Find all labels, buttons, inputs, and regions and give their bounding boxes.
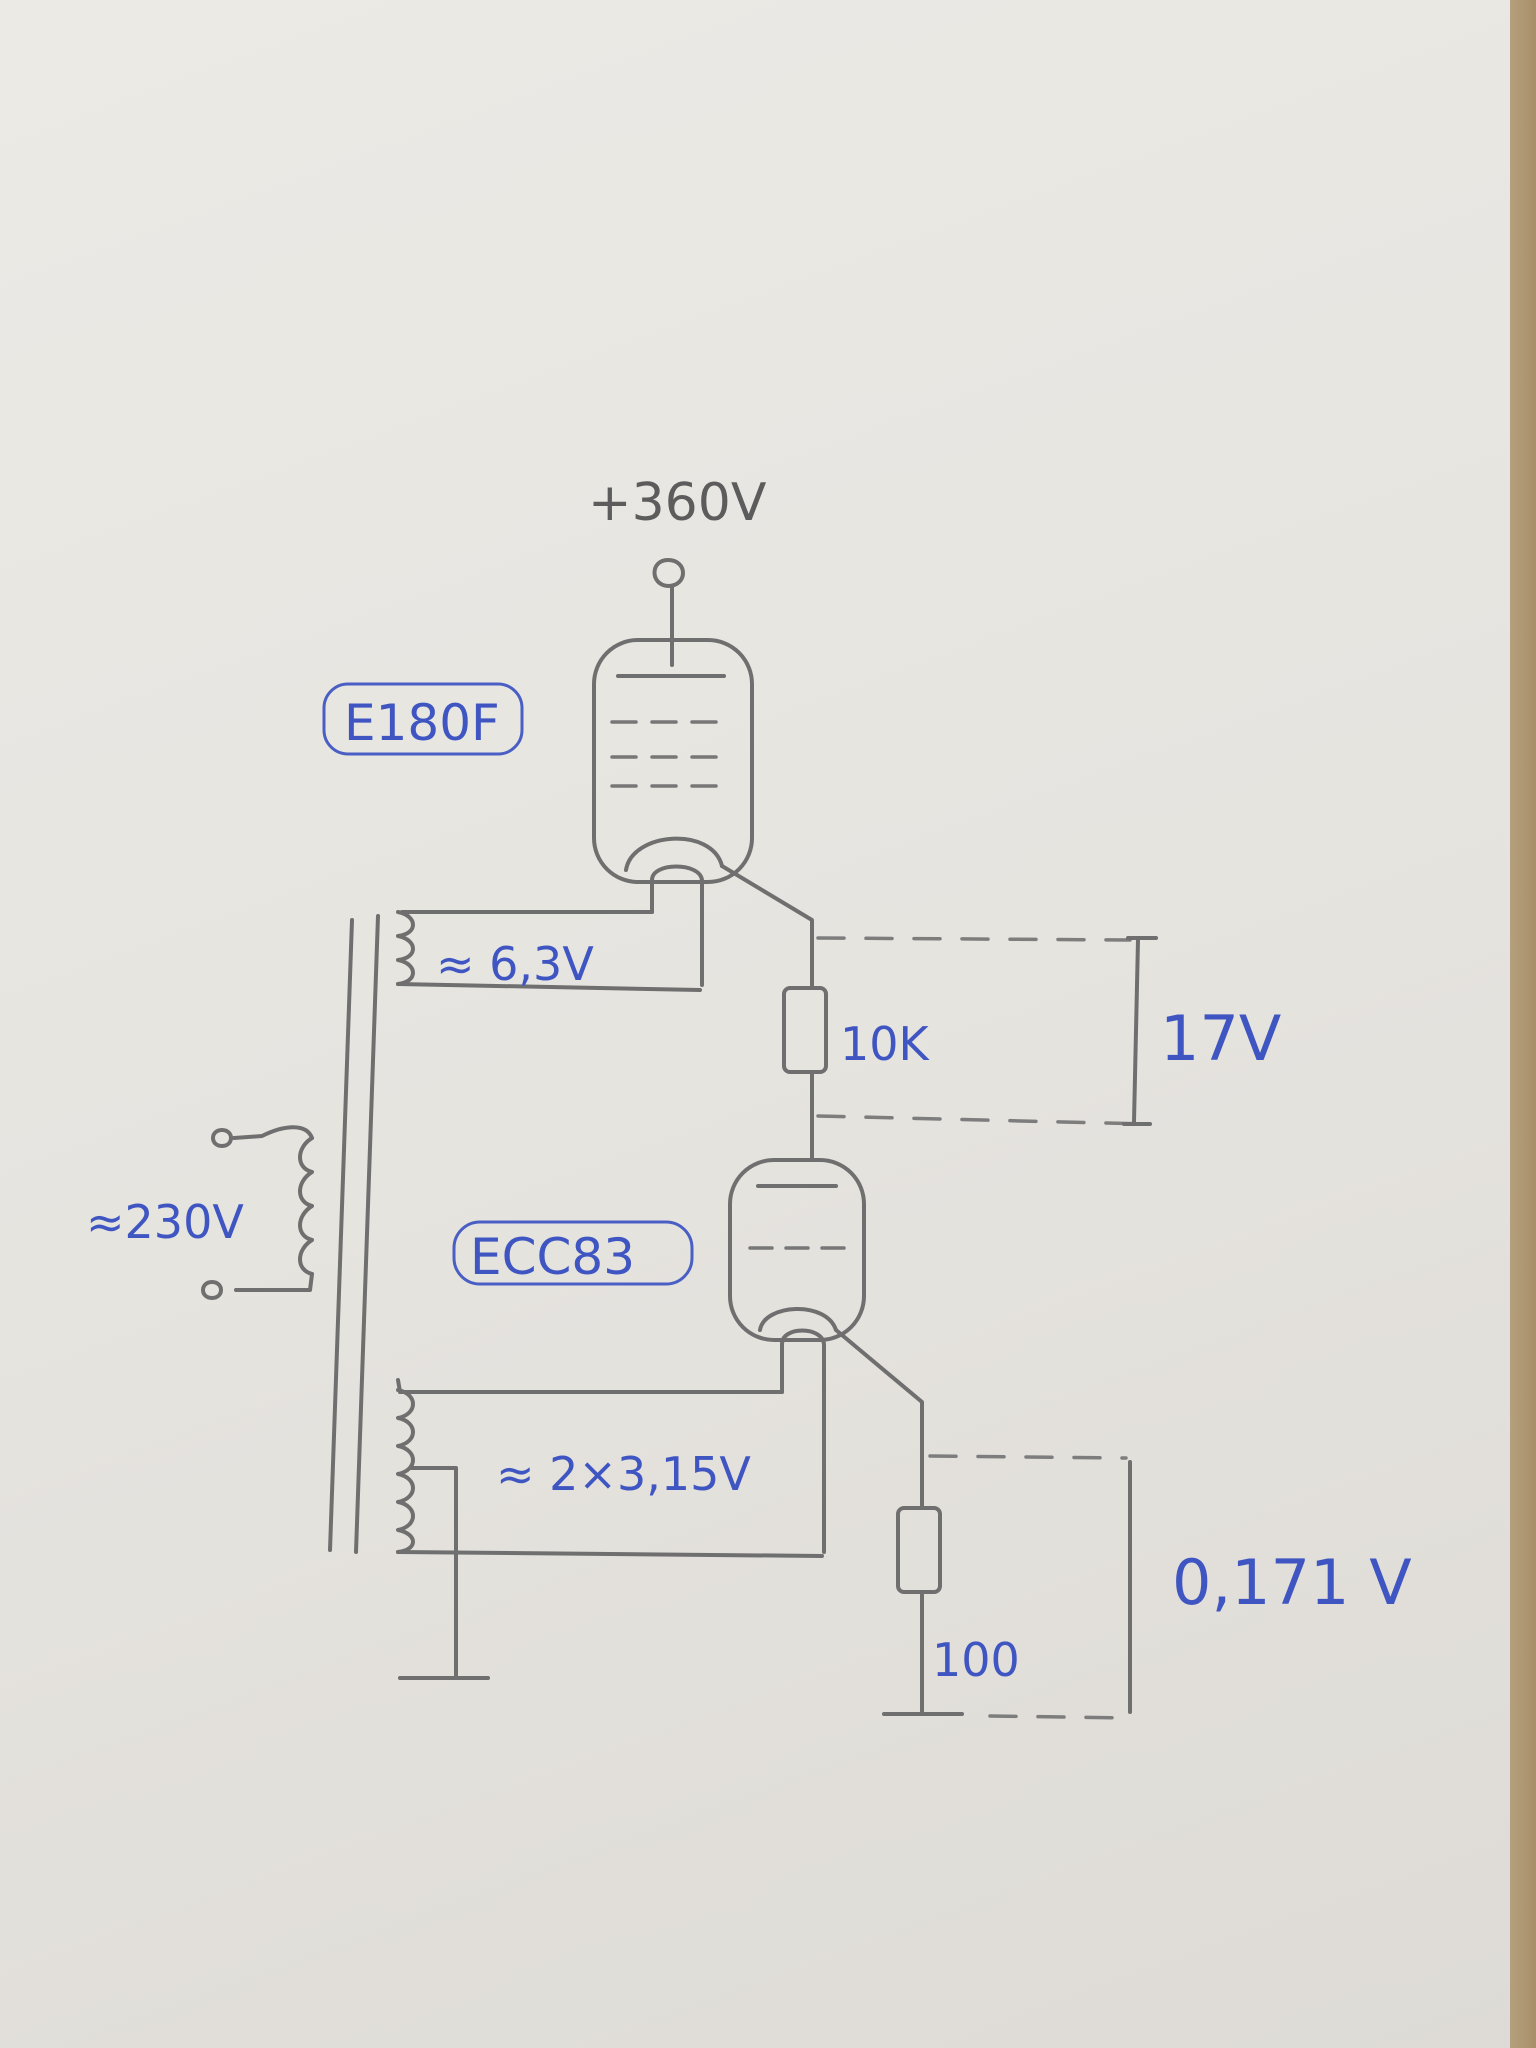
transformer-core	[328, 914, 380, 1554]
resistor-10k-label: 10K	[840, 1017, 931, 1071]
tube-e180f	[592, 638, 754, 987]
tube-ecc83-label-outline	[452, 1220, 694, 1286]
resistor-100-label: 100	[932, 1633, 1020, 1687]
resistor-10k	[720, 864, 828, 1162]
measurement-17v-label: 17V	[1160, 1002, 1281, 1075]
tube-ecc83-label: ECC83	[470, 1228, 635, 1286]
table-surface	[1510, 0, 1536, 2048]
heater-6v3-label: ≈ 6,3V	[436, 937, 594, 991]
heater-winding-6v3	[396, 910, 702, 992]
tube-e180f-label: E180F	[344, 694, 500, 752]
supply-voltage-label: +360V	[588, 473, 767, 533]
primary-winding	[201, 1125, 314, 1300]
heater-winding-2x3v15	[396, 1378, 824, 1680]
resistor-100	[834, 1328, 964, 1716]
primary-voltage-label: ≈230V	[86, 1195, 244, 1249]
tube-e180f-label-outline	[322, 682, 524, 756]
heater-2x3v15-label: ≈ 2×3,15V	[496, 1447, 751, 1501]
measurement-0v171-bracket	[928, 1454, 1134, 1720]
measurement-17v-bracket	[816, 936, 1158, 1126]
tube-ecc83	[728, 1158, 866, 1554]
measurement-0v171-label: 0,171 V	[1172, 1546, 1412, 1619]
supply-terminal	[652, 558, 685, 667]
